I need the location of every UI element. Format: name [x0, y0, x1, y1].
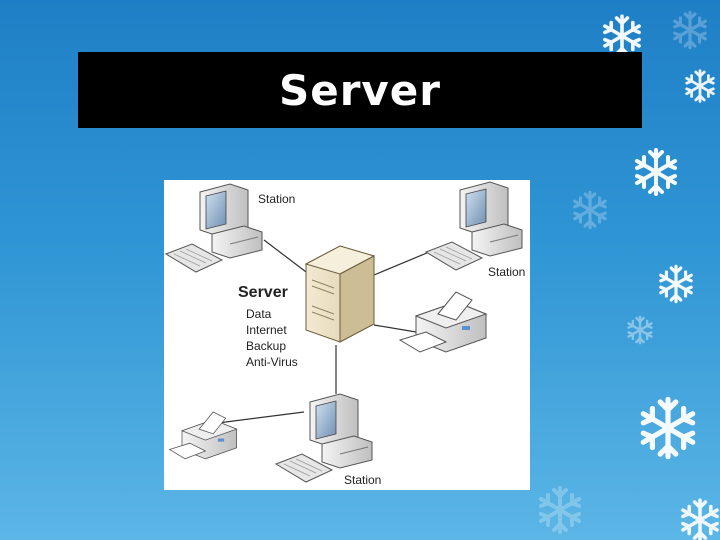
- printer-bottom-left: [170, 412, 237, 459]
- printer-right: [400, 292, 486, 352]
- server-tower: [306, 246, 374, 342]
- station-label-bottom: Station: [344, 473, 381, 487]
- station-computer-top-right: [426, 182, 522, 270]
- server-roles-list: Data Internet Backup Anti-Virus: [246, 306, 298, 370]
- station-label-top-left: Station: [258, 192, 295, 206]
- station-label-top-right: Station: [488, 265, 525, 279]
- server-label: Server: [238, 284, 288, 302]
- station-computer-bottom: [276, 394, 372, 482]
- title-bar: Server: [78, 52, 642, 128]
- network-diagram-graphic: [164, 180, 530, 490]
- server-role-backup: Backup: [246, 338, 298, 354]
- server-role-antivirus: Anti-Virus: [246, 354, 298, 370]
- network-diagram: Station Station Station Server Data Inte…: [164, 180, 530, 490]
- station-computer-top-left: [166, 184, 262, 272]
- server-role-data: Data: [246, 306, 298, 322]
- server-role-internet: Internet: [246, 322, 298, 338]
- slide-title: Server: [279, 66, 441, 115]
